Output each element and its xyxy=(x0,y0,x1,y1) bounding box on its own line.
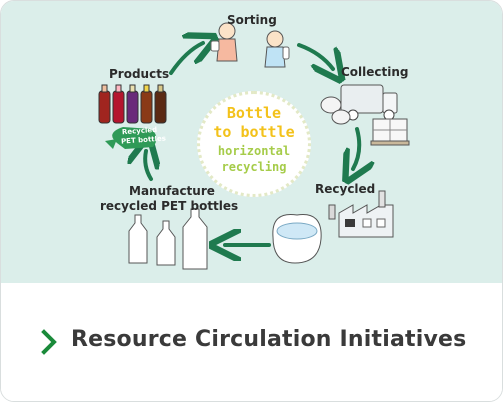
collection-truck-illustration xyxy=(320,84,410,146)
center-line3: horizontal xyxy=(217,144,291,158)
center-circle: Bottle to bottle horizontal recycling xyxy=(197,91,311,197)
card-footer[interactable]: Resource Circulation Initiatives xyxy=(1,283,502,401)
label-manufacture-line1: Manufacture xyxy=(129,184,215,198)
card-title[interactable]: Resource Circulation Initiatives xyxy=(71,327,467,352)
label-manufacture-line2: recycled PET bottles xyxy=(100,199,239,213)
label-recycled: Recycled xyxy=(315,182,376,196)
center-line4: recycling xyxy=(221,160,287,174)
label-sorting: Sorting xyxy=(227,13,277,27)
recycled-bottles-illustration xyxy=(128,208,208,270)
center-line1: Bottle xyxy=(226,104,282,122)
chevron-right-icon xyxy=(41,329,57,355)
arrow-collecting-to-recycled xyxy=(353,127,359,169)
sorting-people-illustration xyxy=(210,22,290,68)
label-products: Products xyxy=(109,67,170,81)
recycled-pet-badge-icon xyxy=(105,127,157,149)
cycle-artwork xyxy=(98,22,410,270)
arrow-sorting-to-collecting xyxy=(297,43,333,69)
recycling-diagram: Sorting Collecting Recycled Manufacture … xyxy=(1,1,502,283)
pet-flakes-bag-illustration xyxy=(272,213,322,264)
arrow-products-to-sorting xyxy=(169,43,203,75)
recycling-factory-illustration xyxy=(328,190,394,238)
center-line2: to bottle xyxy=(213,123,295,141)
product-bottles-illustration xyxy=(98,84,167,124)
label-collecting: Collecting xyxy=(341,65,409,79)
arrow-manufacture-to-products xyxy=(145,151,151,181)
